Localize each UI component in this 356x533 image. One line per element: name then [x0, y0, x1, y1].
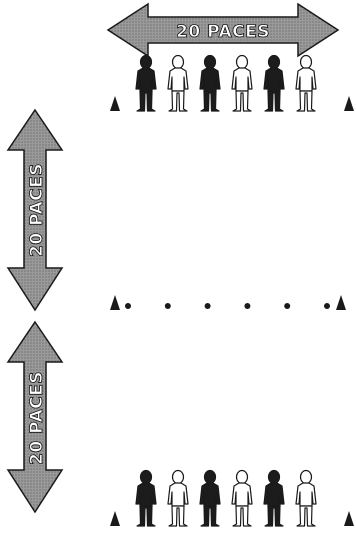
marker-dot-icon — [205, 303, 211, 309]
person-icon — [296, 56, 316, 112]
cone-icon — [344, 511, 354, 526]
marker-dot-icon — [244, 303, 250, 309]
cone-icon — [110, 511, 120, 526]
top-player-row — [110, 56, 354, 112]
person-icon — [200, 56, 220, 112]
person-icon — [168, 56, 188, 112]
marker-dot-icon — [125, 303, 131, 309]
bottom-player-row — [110, 471, 354, 527]
top-arrow-label: 20 PACES — [176, 22, 270, 42]
upper-side-arrow-label: 20 PACES — [27, 163, 47, 257]
top-double-arrow: 20 PACES — [108, 4, 338, 56]
person-icon — [168, 471, 188, 527]
upper-side-double-arrow: 20 PACES — [8, 110, 62, 310]
person-icon — [136, 471, 156, 527]
marker-dot-icon — [324, 303, 330, 309]
person-icon — [296, 471, 316, 527]
person-icon — [136, 56, 156, 112]
cone-icon — [344, 96, 354, 111]
person-icon — [232, 471, 252, 527]
person-icon — [232, 56, 252, 112]
person-icon — [200, 471, 220, 527]
marker-dot-icon — [165, 303, 171, 309]
lower-side-double-arrow: 20 PACES — [8, 322, 62, 512]
person-icon — [264, 471, 284, 527]
lower-side-arrow-label: 20 PACES — [27, 371, 47, 465]
cone-icon — [110, 295, 120, 310]
person-icon — [264, 56, 284, 112]
middle-marker-line — [110, 295, 346, 310]
cone-icon — [110, 96, 120, 111]
cone-icon — [336, 295, 346, 310]
marker-dot-icon — [284, 303, 290, 309]
